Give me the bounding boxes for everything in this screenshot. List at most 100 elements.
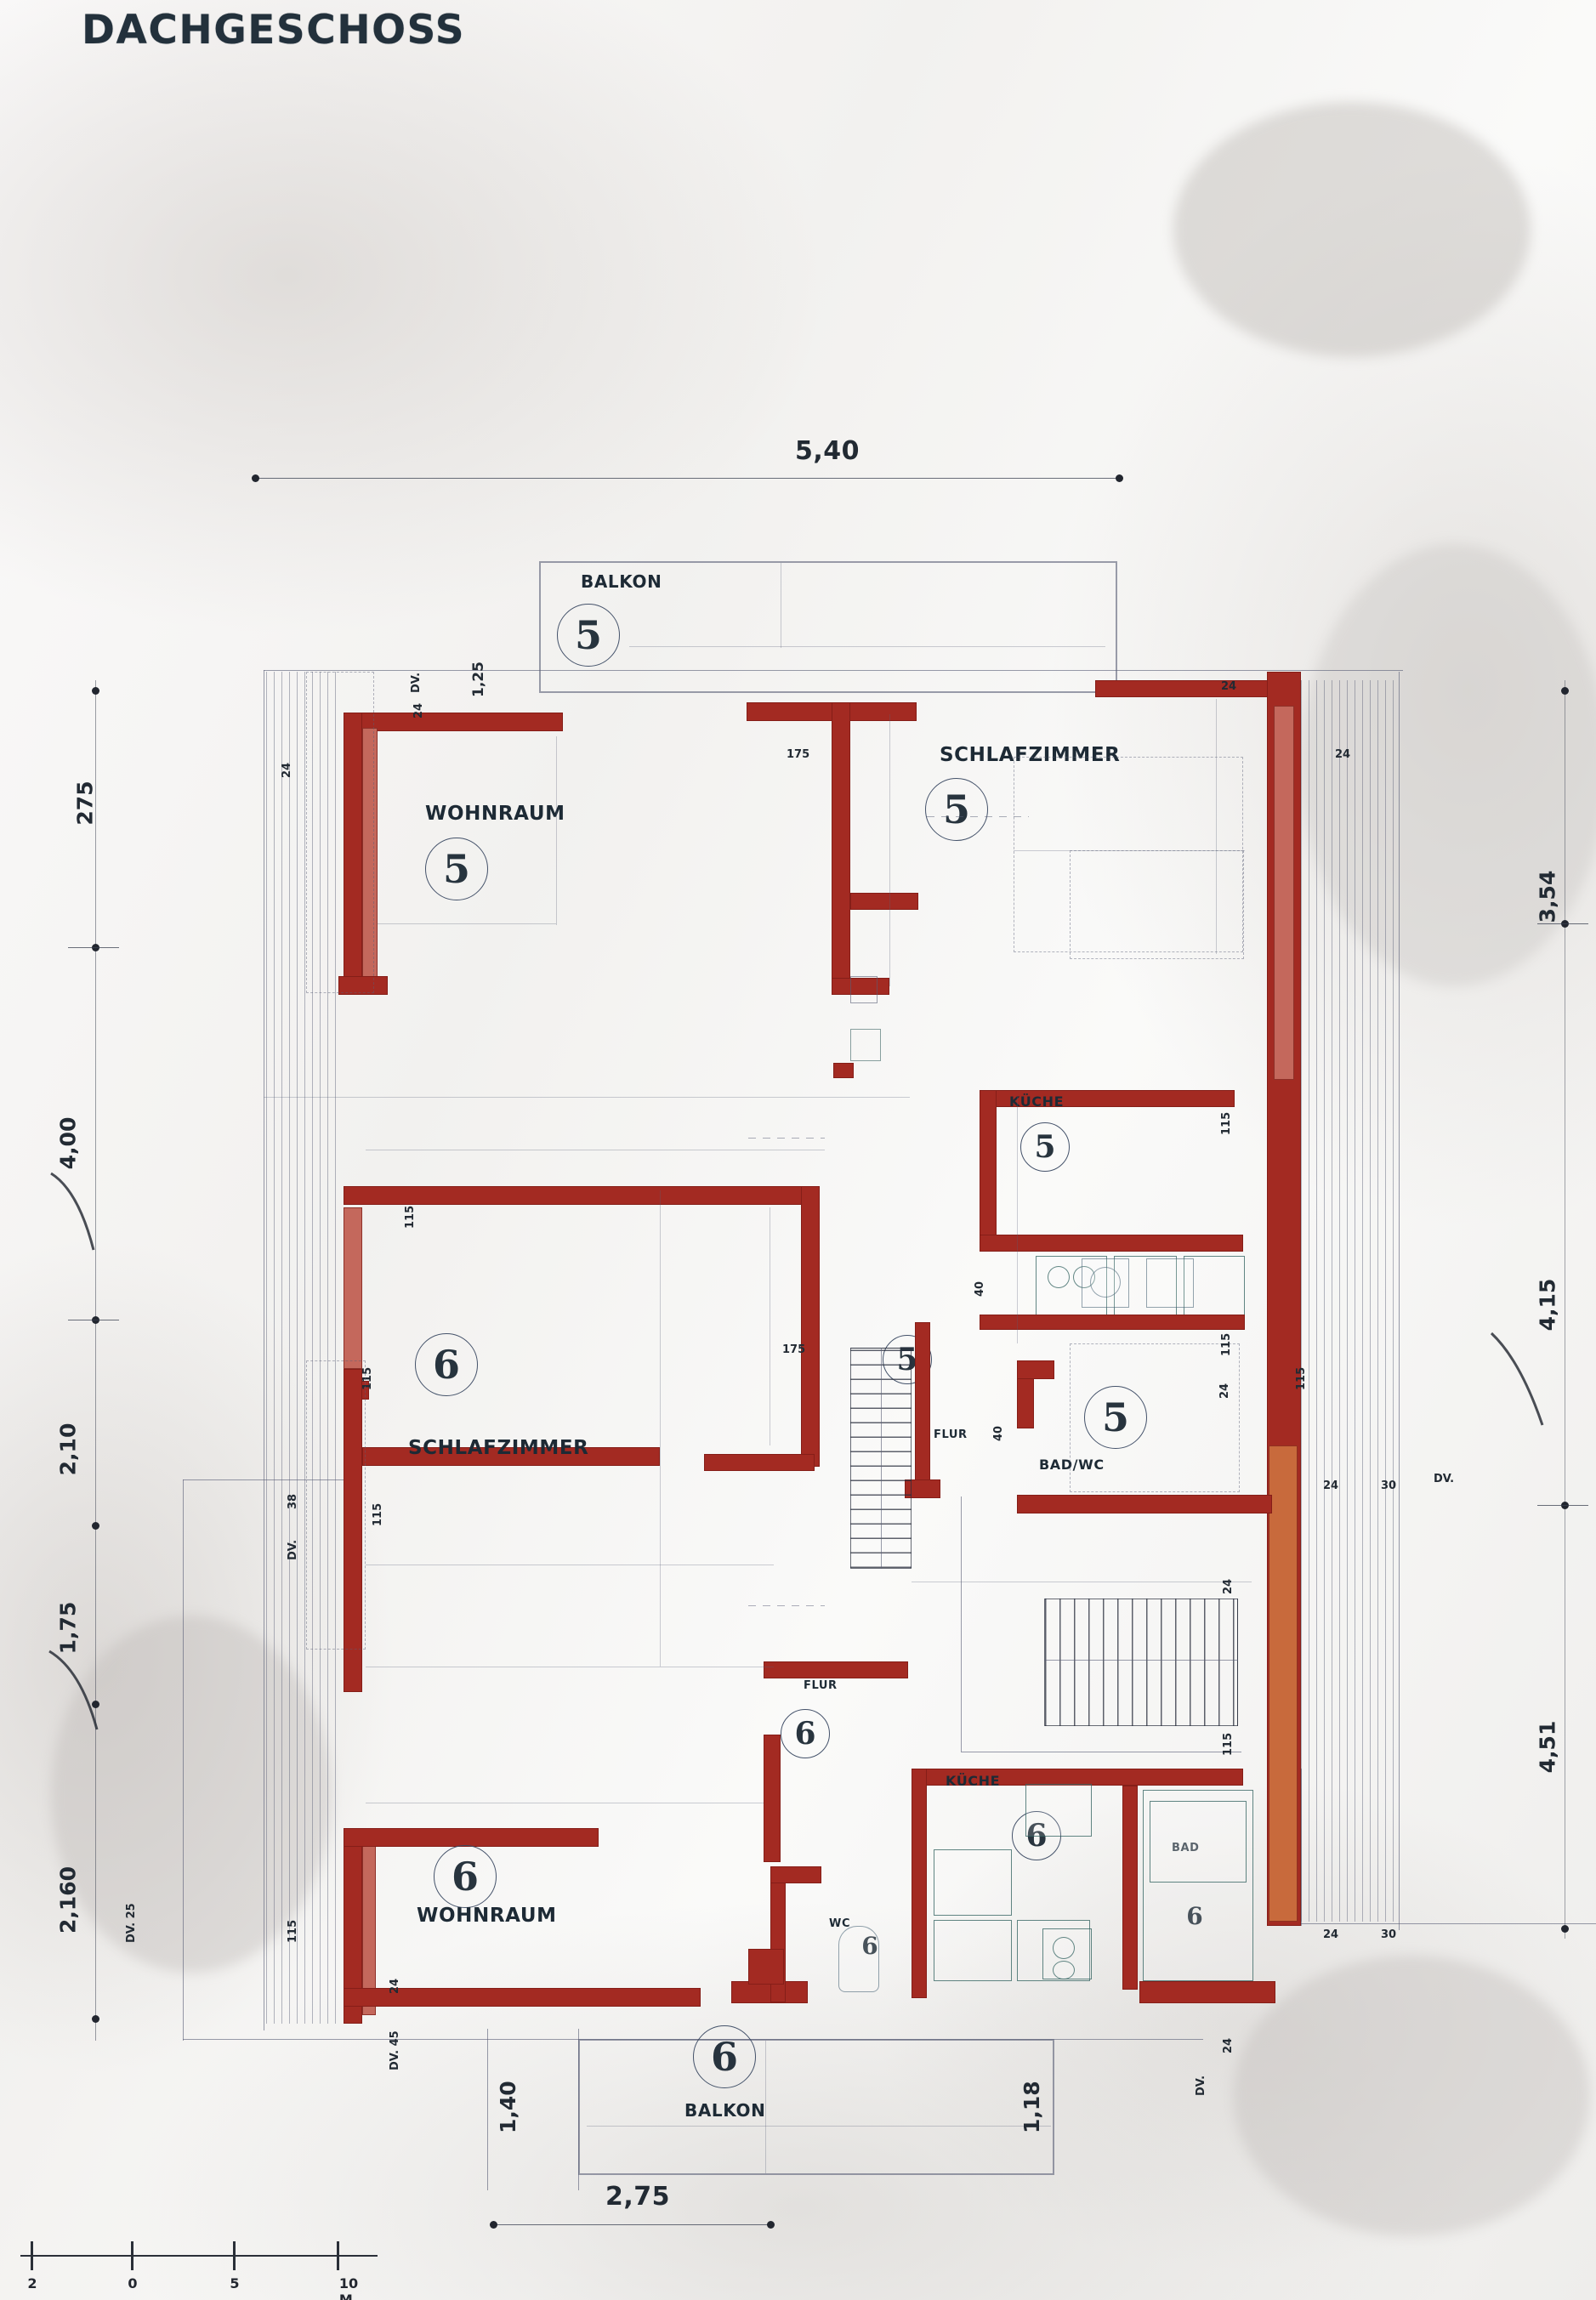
- wall-kueche5-below: [980, 1315, 1245, 1330]
- tick-label-115-a: 115: [1220, 1111, 1233, 1135]
- kitchen6-burner: [1053, 1937, 1075, 1959]
- wall-flur5-right: [915, 1322, 930, 1496]
- wall-central-vertical: [801, 1186, 820, 1467]
- wall-kueche6-top: [912, 1769, 1243, 1786]
- tick-label-30-b: 30: [1381, 1928, 1397, 1941]
- construction-line: [264, 1097, 910, 1098]
- scale-tick: [233, 2241, 236, 2270]
- kitchen5-appliance: [1184, 1256, 1245, 1317]
- annotation-dv-bottom-right: DV.: [1195, 2075, 1207, 2096]
- tick-label-24-a: 24: [412, 702, 425, 718]
- bottom-dimension-line: [493, 2224, 774, 2225]
- envelope-line: [1301, 1769, 1302, 1926]
- dimension-left-210: 2,10: [55, 1423, 81, 1476]
- wall-badwc5-stub: [1017, 1360, 1054, 1379]
- room-label-badwc-5: BAD/WC: [1039, 1457, 1105, 1473]
- wall-kueche5-bottom: [980, 1235, 1243, 1252]
- bath6-tub-inner: [1150, 1801, 1247, 1883]
- scan-smudge: [1233, 1956, 1590, 2236]
- wall-central-horizontal: [344, 1186, 820, 1205]
- wall-badwc5-left: [1017, 1377, 1034, 1428]
- wall-top-right: [1095, 680, 1291, 697]
- unit-badge-flur-6: 6: [781, 1709, 830, 1758]
- schlafzimmer5-furniture-dash: [1014, 757, 1243, 952]
- kitchen6-burner: [1053, 1961, 1075, 1979]
- leader-curve-left-2: [48, 1650, 99, 1730]
- dimension-dot: [490, 2221, 497, 2229]
- wohnraum5-dormer-dash: [306, 672, 374, 993]
- vent-shaft: [850, 1029, 881, 1061]
- dimension-dot: [92, 2015, 99, 2023]
- room-label-balkon-top: BALKON: [581, 571, 662, 592]
- tick-label-24-b: 24: [281, 762, 293, 778]
- dimension-dot: [92, 1701, 99, 1708]
- wall-sz6-bottom: [362, 1447, 660, 1466]
- dimension-140-line: [487, 2029, 488, 2190]
- stair-center-line: [1044, 1660, 1238, 1661]
- wall-wc6-top: [770, 1866, 821, 1883]
- schlafzimmer5-dash-line: [927, 816, 1029, 817]
- construction-line: [1017, 1097, 1018, 1343]
- bath5-wc: [1146, 1258, 1194, 1308]
- wall-wohnraum6-bottom: [344, 1988, 701, 2007]
- balkon-bottom-div: [765, 2041, 766, 2173]
- leader-curve-right: [1490, 1332, 1544, 1426]
- wohnraum5-inner-line: [556, 736, 557, 925]
- envelope-line: [183, 1479, 353, 1480]
- tick-label-30-a: 30: [1381, 1479, 1397, 1492]
- roof-dash-line: [748, 1605, 825, 1606]
- balkon-bottom-rail: [587, 2126, 1051, 2127]
- schlafzimmer5-furniture-dash: [1070, 850, 1244, 959]
- balkon-top-outline: [539, 561, 1117, 693]
- scale-label-1: 0: [128, 2275, 138, 2291]
- dimension-dot: [1116, 474, 1123, 482]
- envelope-line: [264, 670, 1403, 671]
- wall-bad6-left: [1122, 1786, 1138, 1990]
- envelope-line: [183, 1479, 184, 2041]
- dimension-dot: [252, 474, 259, 482]
- room-label-schlafzimmer-5: SCHLAFZIMMER: [940, 744, 1121, 766]
- wall-bottom-mid: [731, 1981, 808, 2003]
- staircase-lower: [1044, 1599, 1238, 1726]
- annotation-dv-right-mid: DV.: [1434, 1473, 1455, 1485]
- envelope-line: [1301, 1923, 1596, 1924]
- unit-badge-schlafzimmer-5: 5: [925, 778, 988, 841]
- wall-badwc5-bottom: [1017, 1495, 1272, 1513]
- page-title: DACHGESCHOSS: [82, 7, 466, 54]
- dimension-top-540: 5,40: [795, 436, 860, 466]
- schlafzimmer6-dormer-dash: [306, 1360, 366, 1650]
- unit-badge-balkon-top: 5: [557, 604, 620, 667]
- tick-label-40-a: 40: [974, 1281, 986, 1297]
- room-label-wohnraum-6: WOHNRAUM: [417, 1905, 557, 1927]
- wall-west-upper-inner: [362, 728, 378, 983]
- roof-hatch-left: [266, 672, 343, 2024]
- wall-west-upper: [344, 713, 362, 993]
- wall-kueche6-left: [912, 1769, 927, 1998]
- room-label-bad-6: BAD: [1172, 1842, 1200, 1854]
- wall-stub-center-low: [832, 978, 889, 995]
- tick-label-175-a: 175: [787, 748, 810, 761]
- dimension-tick: [68, 947, 119, 948]
- roof-hatch-right: [1301, 680, 1394, 1922]
- scale-tick: [31, 2241, 33, 2270]
- wall-sz6-bottom-right: [704, 1454, 815, 1471]
- tick-label-24-i: 24: [1222, 2037, 1235, 2053]
- stair-hall-line: [961, 1496, 962, 1752]
- tick-label-115-c: 115: [1295, 1366, 1308, 1390]
- scale-tick: [337, 2241, 339, 2270]
- roof-dash-line: [748, 1138, 825, 1139]
- wc6-toilet: [838, 1926, 879, 1992]
- dimension-right-451: 4,51: [1535, 1720, 1560, 1774]
- bath5-basin-bowl: [1090, 1267, 1121, 1298]
- kitchen6-appliance: [1025, 1784, 1092, 1837]
- wall-wc6-pier: [748, 1949, 784, 1985]
- room-label-flur-6: FLUR: [804, 1679, 838, 1692]
- dimension-dot: [767, 2221, 775, 2229]
- unit-badge-schlafzimmer-6: 6: [415, 1333, 478, 1396]
- envelope-line: [1399, 672, 1400, 1930]
- tick-label-115-h: 115: [1222, 1732, 1235, 1756]
- scale-label-3: 10 M: [338, 2275, 359, 2300]
- wall-west-upper-foot: [338, 976, 388, 995]
- dimension-tick: [1537, 923, 1588, 924]
- tick-label-24-h: 24: [389, 1978, 401, 1994]
